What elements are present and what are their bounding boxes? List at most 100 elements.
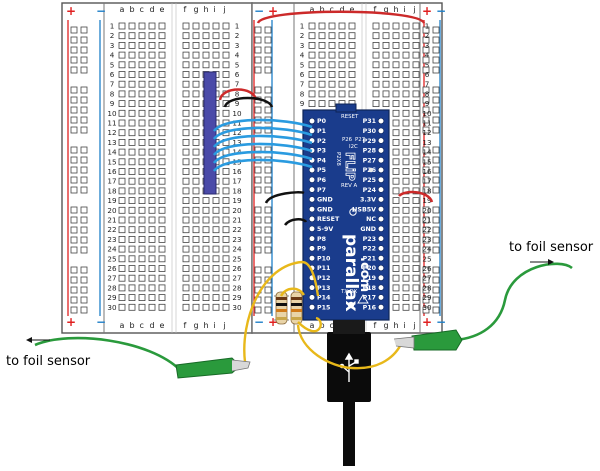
breadboard-hole	[148, 129, 156, 137]
breadboard-hole	[118, 235, 126, 243]
module-pin-label-left: P1	[317, 128, 326, 135]
row-number: 7	[235, 80, 240, 89]
breadboard-hole	[182, 284, 190, 292]
rail-hole	[422, 36, 430, 44]
breadboard-hole	[118, 158, 126, 166]
row-number: 9	[110, 99, 115, 108]
column-letter: h	[204, 321, 209, 330]
breadboard-hole	[128, 274, 136, 282]
breadboard-hole	[412, 90, 420, 98]
breadboard-hole	[202, 235, 210, 243]
breadboard-hole	[192, 100, 200, 107]
breadboard-hole	[412, 303, 420, 311]
breadboard-hole	[328, 22, 336, 30]
rail-minus-sign: −	[254, 4, 264, 18]
breadboard-hole	[128, 51, 136, 59]
left-label-group: to foil sensor	[6, 337, 91, 369]
breadboard-hole	[222, 245, 230, 253]
breadboard-hole	[138, 148, 146, 156]
row-number: 9	[300, 99, 305, 108]
module-pin-label-right: P17	[363, 295, 376, 302]
breadboard-hole	[118, 245, 126, 253]
breadboard-hole	[212, 206, 220, 214]
breadboard-hole	[382, 90, 390, 98]
breadboard-hole	[392, 255, 400, 263]
row-number: 26	[232, 264, 242, 273]
row-number: 1	[235, 22, 240, 31]
breadboard-hole	[402, 216, 410, 224]
blue-wire-2	[212, 126, 313, 140]
breadboard-hole	[118, 42, 126, 49]
breadboard-hole	[138, 61, 146, 69]
breadboard-hole	[158, 255, 166, 263]
breadboard-hole	[128, 22, 136, 30]
breadboard-hole	[192, 255, 200, 263]
breadboard-hole	[182, 138, 190, 146]
alligator-clip-left	[175, 357, 251, 379]
breadboard-hole	[118, 148, 126, 156]
column-letter: f	[374, 321, 377, 330]
breadboard-hole	[158, 42, 166, 49]
breadboard-hole	[402, 119, 410, 127]
rail-hole	[70, 26, 78, 34]
row-number: 5	[425, 60, 430, 69]
row-number: 19	[232, 196, 242, 205]
red-wire-left-loop	[218, 88, 258, 101]
module-pin-label-left: P12	[317, 275, 330, 282]
module-pin-label-right: P23	[363, 236, 376, 243]
breadboard-hole	[222, 42, 230, 49]
column-letter: i	[404, 5, 406, 14]
rail-hole	[432, 166, 440, 174]
breadboard-hole	[222, 168, 230, 175]
column-letter: e	[160, 321, 165, 330]
row-number: 28	[232, 283, 242, 292]
row-number: 1	[425, 22, 430, 31]
column-letter: e	[160, 5, 165, 14]
column-letter: c	[330, 5, 334, 14]
breadboard-hole	[392, 42, 400, 49]
column-letter: f	[184, 321, 187, 330]
breadboard-hole	[192, 71, 200, 78]
module-pin-right	[377, 245, 385, 252]
rail-plus-sign: +	[66, 315, 76, 329]
rail-hole	[422, 226, 430, 234]
rail-hole	[70, 116, 78, 124]
row-number: 6	[425, 70, 430, 79]
breadboard-hole	[402, 138, 410, 146]
module-pin-left	[308, 245, 316, 252]
breadboard-hole	[412, 206, 420, 214]
breadboard-hole	[348, 22, 356, 30]
breadboard-hole	[402, 284, 410, 292]
rail-hole	[432, 246, 440, 254]
breadboard-hole	[148, 245, 156, 253]
breadboard-hole	[148, 187, 156, 195]
row-number: 17	[232, 177, 241, 186]
breadboard-hole	[138, 294, 146, 302]
breadboard-hole	[392, 245, 400, 253]
breadboard-hole	[328, 61, 336, 69]
module-pin-right	[377, 294, 385, 301]
breadboard-hole	[212, 32, 220, 40]
breadboard-hole	[222, 226, 230, 234]
breadboard-hole	[412, 255, 420, 263]
rail-minus-sign: −	[96, 4, 106, 18]
rail-hole	[422, 306, 430, 314]
rail-hole	[70, 56, 78, 64]
breadboard-hole	[148, 303, 156, 311]
breadboard-hole	[222, 294, 230, 302]
rail-hole	[70, 46, 78, 54]
rail-hole	[254, 46, 262, 54]
breadboard-hole	[202, 284, 210, 292]
module-pin-right	[377, 284, 385, 291]
breadboard-hole	[372, 71, 380, 78]
rail-hole	[70, 186, 78, 194]
breadboard-hole	[222, 51, 230, 59]
blue-wire-4	[212, 142, 313, 156]
breadboard-hole	[308, 100, 316, 107]
rail-hole	[264, 56, 272, 64]
breadboard-hole	[402, 206, 410, 214]
module-left-pins: P0P1P2P3P4P5P6P7GNDGNDRESET5-9VP8P9P10P1…	[308, 117, 340, 311]
row-number: 20	[422, 206, 432, 215]
rail-hole	[432, 286, 440, 294]
